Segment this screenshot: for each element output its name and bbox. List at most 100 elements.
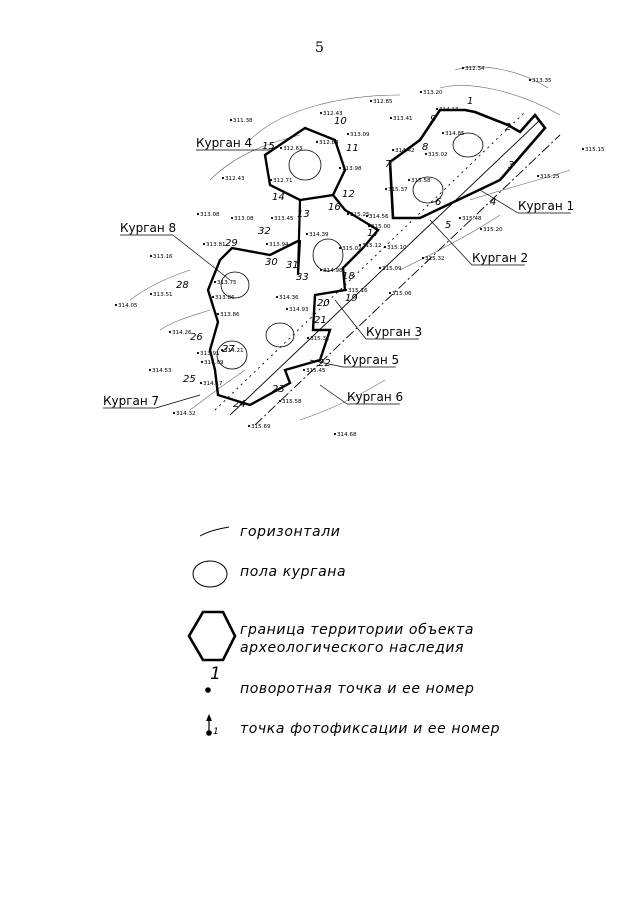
elevation-label: 312.34 [465,66,485,72]
kurgan-leader-line [334,299,367,340]
turning-point-number: 8 [422,142,428,153]
turning-point-number: 1 [467,96,473,107]
contour-line [129,269,191,301]
elevation-dot [270,216,274,220]
kurgan-leader-line [309,359,344,368]
elevation-dot [407,178,411,182]
elevation-label: 315.15 [585,147,605,153]
legend-label-kurgan-floor: пола кургана [240,564,347,580]
kurgan-floor [265,322,295,348]
elevation-dot [196,351,200,355]
elevation-dot [211,295,215,299]
elevation-label: 315.58 [282,399,302,405]
elevation-label: 314.98 [323,268,343,274]
kurgan-label-k3: Курган 3 [366,325,422,339]
turning-point-number: 13 [297,209,310,220]
kurgan-floor [216,340,248,370]
contour-line [159,309,211,331]
turning-point-number: 11 [346,143,359,154]
elevation-dot [220,348,224,352]
elevation-dot [202,242,206,246]
elevation-dot [389,116,393,120]
elevation-label: 313.09 [350,132,370,138]
elevation-label: 311.38 [233,118,253,124]
photo-point-number: 1 [213,727,219,737]
legend-label-boundary-2: археологического наследия [240,640,465,656]
kurgan-label-k2: Курган 2 [472,251,528,265]
contour-line [249,94,401,141]
elevation-label: 313.51 [153,292,173,298]
kurgan-leader-line [319,384,348,405]
turning-point-number: 33 [296,272,309,283]
turning-point-number: 29 [225,238,238,249]
elevation-dot [419,90,423,94]
elevation-label: 315.00 [371,224,391,230]
elevation-label: 315.37 [388,187,408,193]
elevation-label: 314.93 [289,307,309,313]
legend-label-turning-point: поворотная точка и ее номер [240,681,475,697]
elevation-label: 315.06 [392,291,412,297]
elevation-label: 313.08 [234,216,254,222]
kurgan-leader-line [479,189,519,214]
turning-point-number: 3 [508,160,514,171]
elevation-label: 313.94 [269,242,289,248]
elevation-label: 315.02 [342,246,362,252]
turning-point-number: 22 [318,358,331,369]
elevation-label: 313.81 [206,242,226,248]
turning-point-number: 27 [222,344,235,355]
elevation-label: 313.08 [200,212,220,218]
elevation-dot [305,232,309,236]
kurgan-floor [288,149,322,181]
elevation-label: 315.12 [362,243,382,249]
legend-label-photo-point: точка фотофиксации и ее номер [240,721,501,737]
contour-line [189,369,246,411]
elevation-dot [479,227,483,231]
elevation-label: 312.43 [323,111,343,117]
elevation-marks: 312.34313.35313.20312.85312.43311.38313.… [114,66,605,438]
elevation-dot [149,292,153,296]
elevation-dot [388,291,392,295]
contour-line [399,214,501,271]
kurgan-label-k8: Курган 8 [120,221,176,235]
turning-point-number: 7 [385,159,392,170]
kurgan-floor [412,176,444,204]
turning-point-number: 17 [367,228,380,239]
elevation-label: 314.26 [172,330,192,336]
elevation-dot [344,288,348,292]
elevation-label: 314.56 [369,214,389,220]
elevation-dot [346,212,350,216]
elevation-dot [279,146,283,150]
elevation-dot [378,266,382,270]
turning-point-number: 10 [334,116,347,127]
elevation-label: 315.69 [251,424,271,430]
turning-point-number: 12 [342,189,355,200]
elevation-dot [278,399,282,403]
turning-point-number: 19 [345,293,358,304]
elevation-dot [458,216,462,220]
elevation-dot [346,132,350,136]
elevation-label: 314.42 [395,148,415,154]
kurgan-label-k4: Курган 4 [196,136,252,150]
turning-point-number: 1 [210,664,221,684]
elevation-label: 315.32 [425,256,445,262]
contour-line [439,85,561,116]
turning-point-icon [205,687,211,693]
site-boundary-middle [206,194,380,407]
turning-point-number: 4 [490,197,496,208]
turning-point-numbers: 1234567891011121314151617181920212223242… [176,96,514,410]
elevation-dot [369,99,373,103]
elevation-dot [367,224,371,228]
kurgan-floor [312,238,344,272]
elevation-dot [172,411,176,415]
elevation-dot [421,256,425,260]
elevation-label: 315.45 [306,368,326,374]
kurgan-floor [452,132,484,158]
elevation-label: 312.85 [373,99,393,105]
elevation-dot [384,187,388,191]
site-boundary-inner [296,199,302,276]
elevation-dot [200,360,204,364]
legend-item-turning-point: 1 поворотная точка и ее номер [185,664,605,700]
elevation-label: 314.36 [279,295,299,301]
elevation-dot [441,131,445,135]
elevation-label: 315.31 [310,336,330,342]
